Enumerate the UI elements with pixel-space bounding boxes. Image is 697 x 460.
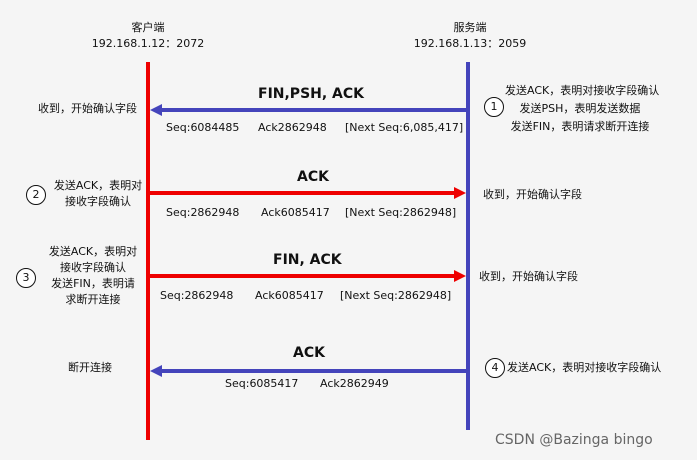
- step-3-number-badge: 3: [16, 268, 36, 288]
- step-2-arrow-head: [454, 187, 466, 199]
- step-4-receiver-note: 断开连接: [68, 361, 112, 374]
- server-address: 192.168.1.13：2059: [413, 37, 527, 50]
- step-4-arrow-head: [150, 365, 162, 377]
- step-3-sender-note-line-4: 求断开连接: [65, 293, 121, 306]
- step-1-receiver-note: 收到，开始确认字段: [38, 102, 137, 115]
- step-2-ack: Ack6085417: [261, 206, 330, 219]
- step-1-sender-note-line-1: 发送ACK，表明对接收字段确认: [505, 84, 660, 97]
- step-2-next-seq: [Next Seq:2862948]: [345, 206, 457, 219]
- step-1-sender-note-line-2: 发送PSH，表明发送数据: [519, 102, 641, 115]
- step-2-sender-note-line-2: 接收字段确认: [65, 195, 131, 208]
- step-2-number-badge: 2: [26, 185, 46, 205]
- step-4-ack: Ack2862949: [320, 377, 389, 390]
- step-2-receiver-note: 收到，开始确认字段: [483, 188, 582, 201]
- step-1-ack: Ack2862948: [258, 121, 327, 134]
- step-3-ack: Ack6085417: [255, 289, 324, 302]
- step-4-seq: Seq:6085417: [225, 377, 299, 390]
- watermark: CSDN @Bazinga bingo: [495, 432, 653, 448]
- step-2-sender-note-line-1: 发送ACK，表明对: [53, 179, 143, 192]
- step-4-sender-note: 发送ACK，表明对接收字段确认: [507, 361, 662, 374]
- step-1-label: FIN,PSH, ACK: [258, 86, 365, 102]
- step-1-arrow-head: [150, 104, 162, 116]
- step-1-number-badge: 1: [484, 97, 504, 117]
- step-3-sender-note-line-1: 发送ACK，表明对: [48, 245, 138, 258]
- step-3-label: FIN, ACK: [273, 252, 342, 268]
- step-3-seq: Seq:2862948: [160, 289, 234, 302]
- step-2-label: ACK: [297, 169, 329, 185]
- step-3-next-seq: [Next Seq:2862948]: [340, 289, 452, 302]
- step-3-receiver-note: 收到，开始确认字段: [479, 270, 578, 283]
- step-1-sender-note-line-3: 发送FIN，表明请求断开连接: [510, 120, 650, 133]
- step-4-label: ACK: [293, 345, 325, 361]
- step-3-sender-note-line-3: 发送FIN，表明请: [51, 277, 135, 290]
- step-4-number-badge: 4: [485, 358, 505, 378]
- client-address: 192.168.1.12：2072: [91, 37, 205, 50]
- step-2-seq: Seq:2862948: [166, 206, 240, 219]
- server-title: 服务端: [453, 21, 487, 34]
- step-3-arrow-head: [454, 270, 466, 282]
- client-title: 客户端: [131, 21, 165, 34]
- step-3-sender-note-line-2: 接收字段确认: [60, 261, 126, 274]
- step-1-seq: Seq:6084485: [166, 121, 240, 134]
- step-1-next-seq: [Next Seq:6,085,417]: [345, 121, 464, 134]
